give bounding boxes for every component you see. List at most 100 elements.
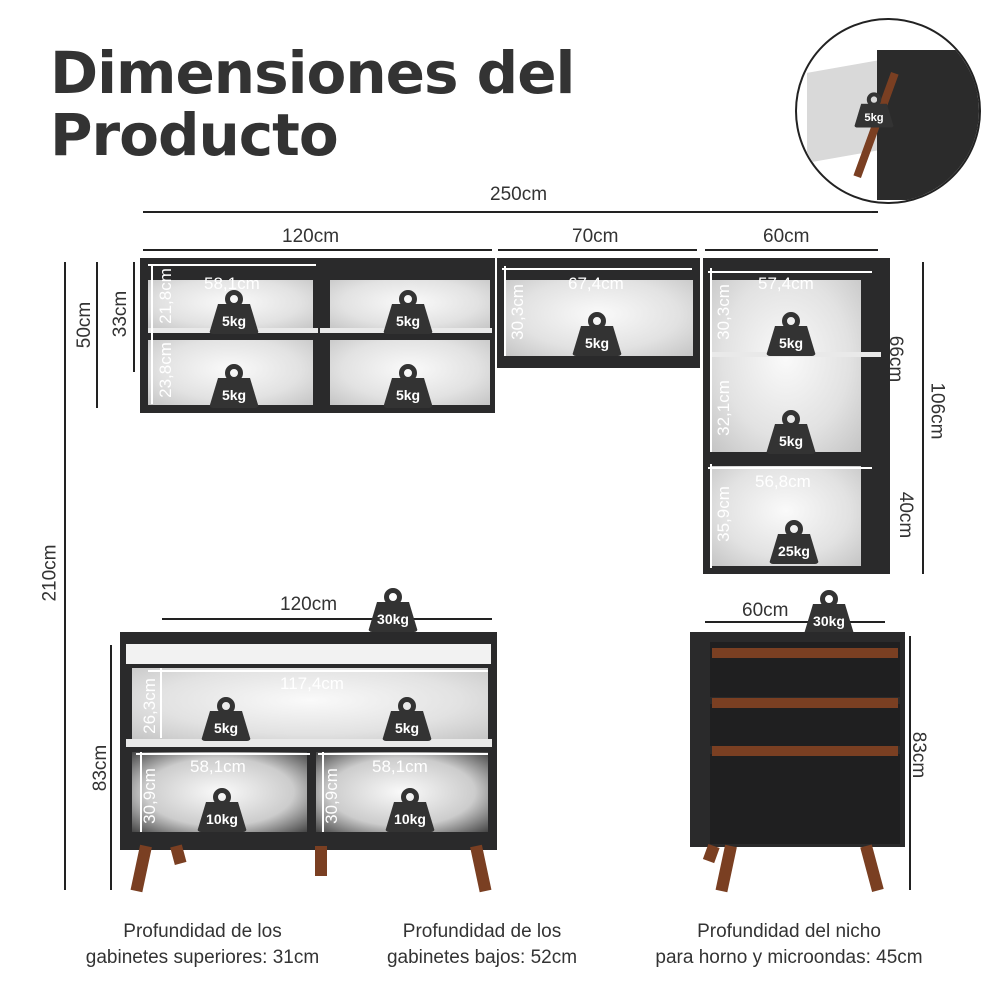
shelf bbox=[126, 739, 492, 747]
dim-line bbox=[705, 249, 878, 251]
weight-icon: 5kg bbox=[383, 290, 433, 334]
measure-line bbox=[504, 266, 506, 356]
drawer-handle[interactable] bbox=[712, 698, 898, 708]
inner-height-label: 30,3cm bbox=[507, 284, 527, 340]
top-width-label: 57,4cm bbox=[758, 274, 814, 293]
caption-line: Profundidad de los bbox=[402, 921, 562, 942]
drawer-unit bbox=[690, 632, 905, 847]
drawer-detail-inset: 5kg bbox=[795, 18, 981, 204]
dim-line bbox=[133, 262, 135, 372]
dim-line bbox=[110, 645, 112, 890]
weight-icon: 5kg bbox=[209, 290, 259, 334]
weight-label: 5kg bbox=[383, 304, 433, 334]
caption-line: Profundidad de los bbox=[123, 921, 282, 942]
tower-height-label: 106cm bbox=[926, 382, 948, 440]
weight-label: 5kg bbox=[383, 378, 433, 408]
leg bbox=[130, 844, 152, 893]
inner-width-label: 117,4cm bbox=[280, 674, 344, 693]
weight-icon: 10kg bbox=[385, 788, 435, 832]
measure-line bbox=[140, 752, 142, 832]
drawer[interactable] bbox=[710, 704, 900, 746]
bottom-width-label: 56,8cm bbox=[755, 472, 811, 491]
weight-icon: 5kg bbox=[201, 697, 251, 741]
dim-line bbox=[162, 618, 492, 620]
dim-line bbox=[922, 262, 924, 574]
caption-lower-depth: Profundidad de los gabinetes bajos: 52cm bbox=[362, 919, 602, 971]
bottom-height-label: 23,8cm bbox=[155, 342, 175, 398]
title-line-1: Dimensiones del bbox=[50, 39, 575, 107]
drawer-height-label: 83cm bbox=[908, 731, 930, 779]
base-height-label: 83cm bbox=[90, 744, 112, 792]
inner-width-label: 58,1cm bbox=[204, 274, 260, 293]
drawer-handle[interactable] bbox=[712, 648, 898, 658]
upper-right-width-label: 60cm bbox=[763, 226, 810, 247]
measure-line bbox=[322, 752, 324, 832]
measure-line bbox=[318, 753, 488, 755]
right-height-label: 30,9cm bbox=[321, 768, 341, 824]
upper-left-cabinet bbox=[140, 258, 495, 413]
dim-line bbox=[909, 636, 911, 890]
upper-height-label: 50cm bbox=[74, 301, 96, 349]
dim-line-total-width bbox=[143, 211, 878, 213]
weight-label: 10kg bbox=[197, 802, 247, 832]
caption-line: gabinetes bajos: 52cm bbox=[386, 947, 578, 968]
tower-lower-height-label: 40cm bbox=[895, 491, 917, 539]
weight-label: 5kg bbox=[572, 326, 622, 356]
right-width-label: 58,1cm bbox=[372, 757, 428, 776]
mid-height-label: 32,1cm bbox=[713, 380, 733, 436]
measure-line bbox=[502, 268, 692, 270]
weight-icon: 5kg bbox=[209, 364, 259, 408]
measure-line bbox=[710, 464, 712, 568]
weight-label: 30kg bbox=[368, 602, 418, 632]
measure-line bbox=[160, 668, 162, 738]
upper-left-width-label: 120cm bbox=[282, 226, 340, 247]
dim-line bbox=[705, 621, 885, 623]
measure-line bbox=[710, 268, 712, 452]
weight-icon: 25kg bbox=[769, 520, 819, 564]
total-height-label: 210cm bbox=[39, 544, 61, 602]
dim-line bbox=[96, 262, 98, 408]
cabinet-cell bbox=[132, 668, 488, 740]
measure-line bbox=[708, 467, 872, 469]
weight-label: 5kg bbox=[209, 304, 259, 334]
weight-label: 5kg bbox=[854, 103, 894, 128]
weight-label: 5kg bbox=[766, 424, 816, 454]
leg bbox=[715, 844, 737, 893]
weight-icon: 5kg bbox=[572, 312, 622, 356]
dim-line bbox=[498, 249, 697, 251]
weight-icon: 5kg bbox=[854, 92, 894, 128]
weight-label: 5kg bbox=[201, 711, 251, 741]
measure-line bbox=[148, 670, 488, 672]
weight-icon: 10kg bbox=[197, 788, 247, 832]
weight-icon: 5kg bbox=[766, 410, 816, 454]
weight-label: 25kg bbox=[769, 534, 819, 564]
drawer-width-label: 60cm bbox=[742, 600, 789, 621]
caption-upper-depth: Profundidad de los gabinetes superiores:… bbox=[60, 919, 345, 971]
dim-line bbox=[143, 249, 492, 251]
leg bbox=[315, 846, 327, 876]
left-height-label: 30,9cm bbox=[139, 768, 159, 824]
measure-line bbox=[708, 271, 872, 273]
weight-icon: 5kg bbox=[382, 697, 432, 741]
upper-mid-width-label: 70cm bbox=[572, 226, 619, 247]
caption-line: para horno y microondas: 45cm bbox=[655, 947, 923, 968]
measure-line bbox=[148, 264, 316, 266]
top-height-label: 30,3cm bbox=[713, 284, 733, 340]
measure-line bbox=[151, 264, 153, 404]
weight-icon: 30kg bbox=[804, 590, 854, 634]
leg bbox=[470, 844, 492, 893]
drawer-handle[interactable] bbox=[712, 746, 898, 756]
dim-line bbox=[64, 262, 66, 890]
base-width-label: 120cm bbox=[280, 594, 338, 615]
leg bbox=[860, 844, 884, 892]
weight-icon: 5kg bbox=[383, 364, 433, 408]
weight-label: 5kg bbox=[382, 711, 432, 741]
weight-icon: 30kg bbox=[368, 588, 418, 632]
top-height-label: 21,8cm bbox=[155, 268, 175, 324]
inner-width-label: 67,4cm bbox=[568, 274, 624, 293]
measure-line bbox=[136, 753, 310, 755]
base-cabinet bbox=[120, 632, 497, 850]
caption-line: gabinetes superiores: 31cm bbox=[85, 947, 320, 968]
weight-icon: 5kg bbox=[766, 312, 816, 356]
drawer[interactable] bbox=[710, 754, 900, 844]
